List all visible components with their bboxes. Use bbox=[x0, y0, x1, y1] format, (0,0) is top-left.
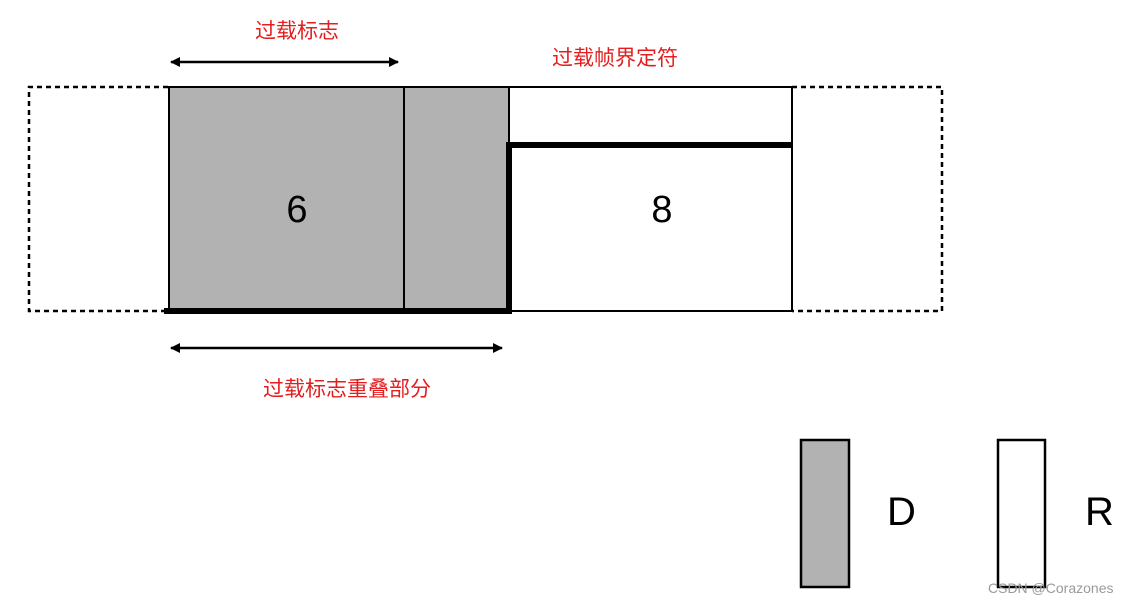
right-dotted-frame bbox=[792, 85, 944, 313]
signal-level-line bbox=[164, 142, 792, 314]
legend-recessive-label: R bbox=[1085, 490, 1114, 534]
delimiter-recessive-block bbox=[508, 86, 793, 312]
left-dotted-frame bbox=[27, 85, 168, 313]
legend-recessive-swatch bbox=[996, 438, 1047, 589]
overload-delimiter-label: 过载帧界定符 bbox=[552, 46, 678, 70]
overload-flag-label: 过载标志 bbox=[255, 19, 339, 43]
overload-flag-overlap-label: 过载标志重叠部分 bbox=[263, 377, 431, 401]
legend-dominant-swatch bbox=[799, 438, 851, 589]
overload-flag-dominant-block bbox=[169, 87, 509, 311]
csdn-watermark: CSDN @Corazones bbox=[988, 580, 1113, 596]
flag-bit-count: 6 bbox=[286, 189, 307, 231]
legend-dominant-label: D bbox=[887, 490, 916, 534]
delimiter-bit-count: 8 bbox=[651, 189, 672, 231]
